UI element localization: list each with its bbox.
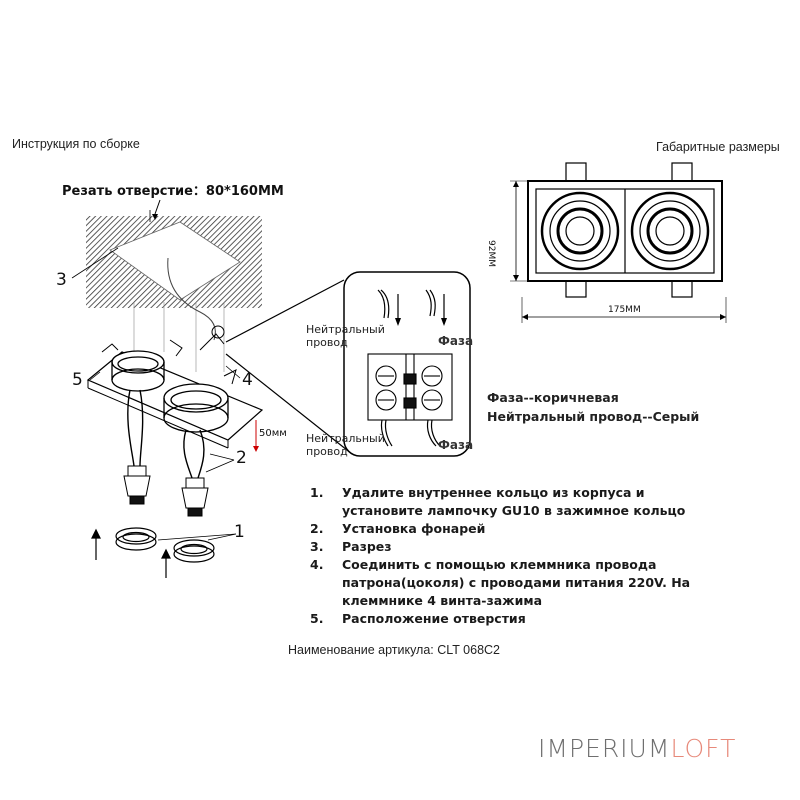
assembly-steps: 1.Удалите внутреннее кольцо из корпуса и… — [310, 484, 700, 628]
step-item: 3.Разрез — [310, 539, 392, 554]
neutral-wire-label-bottom: Нейтральный провод — [306, 432, 385, 458]
callout-1: 1 — [234, 522, 245, 542]
gu10-bulb-left — [123, 465, 151, 505]
callout-2: 2 — [236, 448, 247, 468]
neutral-wire-label-top: Нейтральный провод — [306, 323, 385, 349]
clamp-ring-right — [173, 539, 215, 563]
dimension-drawing — [510, 162, 727, 323]
legend-phase: Фаза--коричневая — [487, 390, 619, 405]
dimensions-heading: Габаритные размеры — [656, 140, 780, 154]
wire-color-legend: Фаза--коричневая Нейтральный провод--Сер… — [487, 388, 699, 426]
step-item: 5.Расположение отверстия — [310, 611, 526, 626]
cut-hole-label: Резать отверстие：80*160MM — [62, 184, 284, 199]
step-item: 2.Установка фонарей — [310, 521, 486, 536]
terminal-block — [367, 353, 453, 421]
fixture-ring-right — [163, 383, 229, 433]
brand-part-2: LOFT — [670, 734, 737, 763]
depth-label: 50мм — [259, 428, 287, 439]
assembly-instructions-heading: Инструкция по сборке — [12, 137, 140, 151]
phase-wire-label-top: Фаза — [438, 334, 474, 348]
callout-4: 4 — [242, 370, 253, 390]
clamp-ring-left — [115, 527, 157, 551]
up-arrow-right — [161, 548, 171, 578]
phase-wire-label-bottom: Фаза — [438, 438, 474, 452]
brand-part-1: IMPERIUM — [538, 734, 671, 763]
height-dimension-label: 92MM — [486, 238, 496, 269]
callout-3-line — [71, 247, 119, 279]
callout-5: 5 — [72, 370, 83, 390]
step-item: 1.Удалите внутреннее кольцо из корпуса и… — [310, 485, 686, 518]
gu10-bulb-right — [181, 477, 209, 517]
fixture-ring-left — [111, 350, 165, 392]
up-arrow-left — [91, 528, 101, 560]
legend-neutral: Нейтральный провод--Серый — [487, 409, 700, 424]
callout-3: 3 — [56, 270, 67, 290]
ceiling-panel — [86, 199, 262, 308]
width-dimension-label: 175MM — [606, 305, 643, 315]
article-name: Наименование артикула: CLT 068C2 — [288, 643, 501, 657]
brand-logo: IMPERIUMLOFT — [538, 734, 736, 763]
step-item: 4.Соединить с помощью клеммника провода … — [310, 557, 691, 608]
